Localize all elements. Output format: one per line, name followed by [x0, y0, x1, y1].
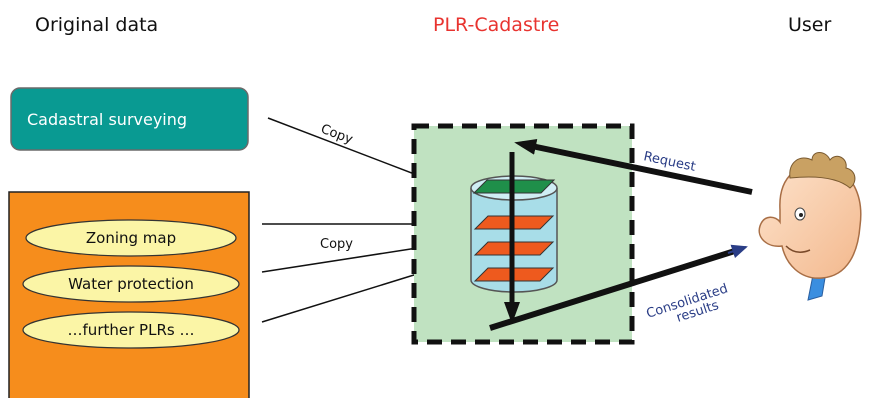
user-header: User — [788, 14, 832, 36]
further-plrs-label: …further PLRs … — [68, 321, 195, 339]
plr-cadastre-header: PLR-Cadastre — [433, 14, 560, 36]
request-arrow — [514, 139, 753, 195]
copy-label-middle: Copy — [320, 237, 353, 252]
original-data-header: Original data — [35, 14, 159, 36]
cadastral-surveying-label: Cadastral surveying — [27, 110, 187, 129]
copy-arrow-cadastral — [267, 117, 431, 182]
plr-sources-box: Zoning map Water protection …further PLR… — [8, 191, 250, 398]
water-protection-label: Water protection — [68, 275, 194, 293]
zoning-map-label: Zoning map — [86, 229, 176, 247]
copy-arrow-water — [261, 243, 431, 273]
further-plrs-ellipse — [22, 311, 240, 349]
water-protection-ellipse — [22, 265, 240, 303]
zoning-map-ellipse — [25, 219, 237, 257]
user-avatar — [758, 152, 862, 330]
copy-arrows: Copy Copy — [261, 117, 431, 323]
cadastral-surveying-box: Cadastral surveying — [10, 87, 249, 151]
results-arrow — [489, 247, 739, 331]
copy-arrow-further — [261, 268, 431, 323]
results-arrow-head — [727, 244, 748, 259]
